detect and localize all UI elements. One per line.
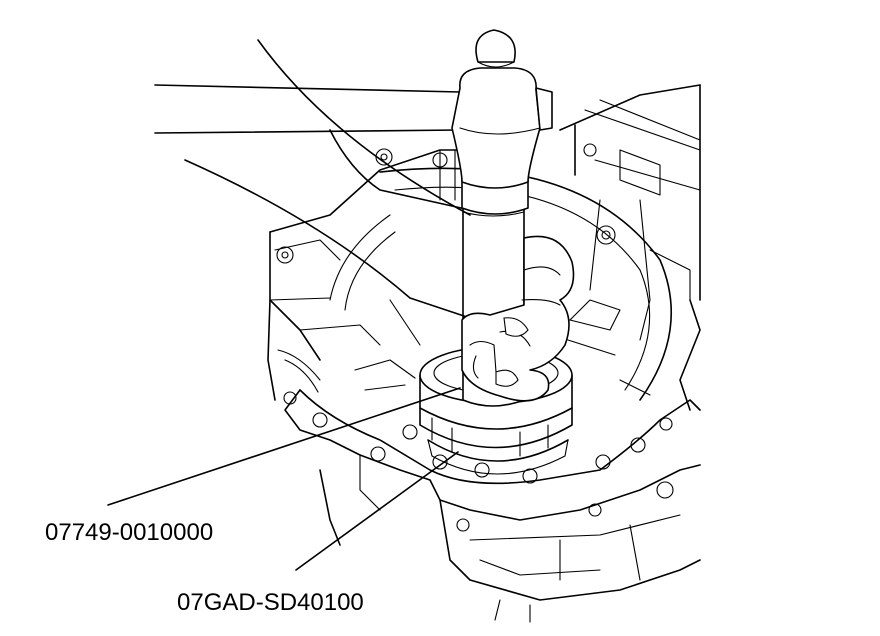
callout-label-07749: 07749-0010000: [45, 519, 213, 546]
hand-and-arm: [184, 39, 575, 402]
callout-leaders: [107, 387, 461, 571]
callout-label-07gad: 07GAD-SD40100: [177, 589, 364, 616]
case-flange: [283, 389, 701, 623]
transmission-housing: [267, 84, 701, 411]
hammer: [154, 29, 553, 215]
